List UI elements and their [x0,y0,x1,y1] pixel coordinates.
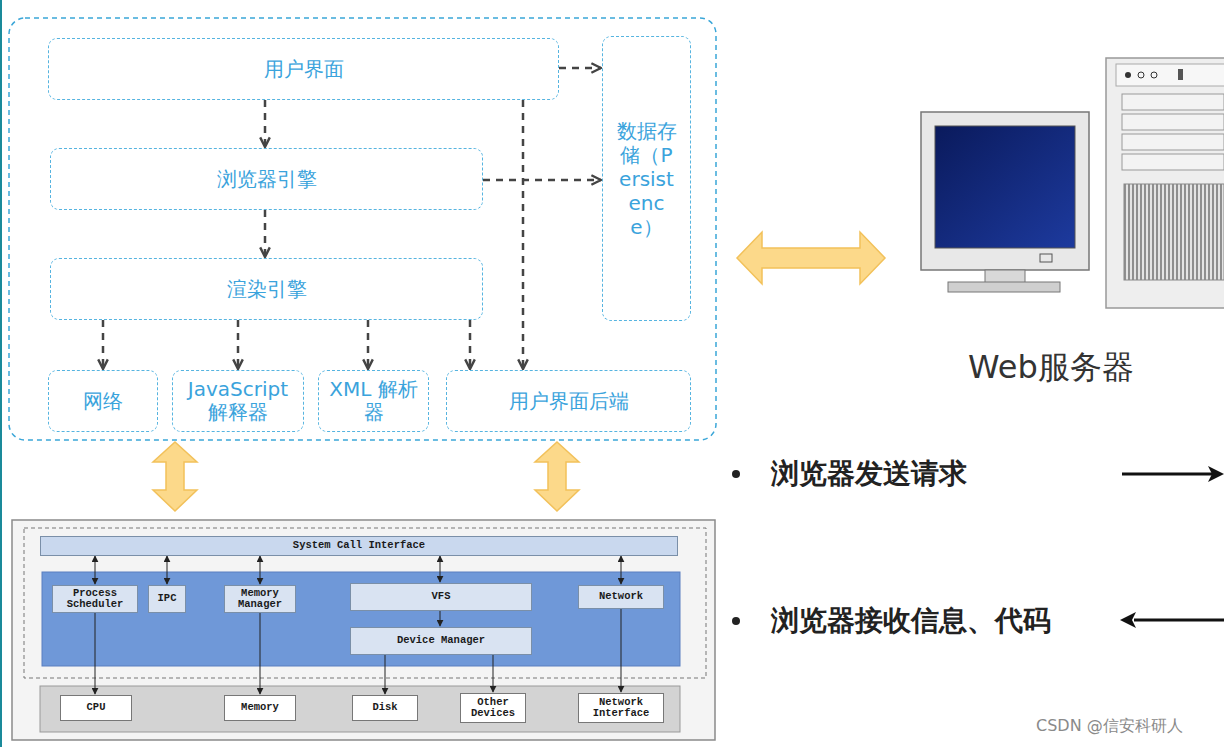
node-text: Device Manager [354,635,528,646]
interface-bar: System Call Interface [40,536,678,556]
flow-arrow [621,609,622,692]
hardware-box: Other Devices [460,693,526,723]
node-text: System Call Interface [44,540,674,551]
node-text: XML 解析器 [325,378,422,424]
edge-bar [0,0,2,747]
kernel-box: VFS [350,583,532,611]
flow-arrow [102,320,105,369]
engine-box: 渲染引擎 [50,258,483,320]
node-text: Memory [228,702,292,713]
node-text: IPC [152,593,182,604]
hardware-box: Network Interface [578,693,664,723]
hardware-box: Disk [352,695,418,721]
flow-arrow [167,556,168,584]
node-text: Disk [356,702,414,713]
watermark: CSDN @信安科研人 [1036,716,1183,737]
flow-arrow [440,611,441,626]
bullet-text: 浏览器接收信息、代码 [771,602,1051,640]
hardware-box: Memory [224,695,296,721]
hardware-band [40,686,680,732]
flow-arrow [95,613,96,694]
bullet [732,470,740,478]
engine-box: 浏览器引擎 [50,148,483,210]
node-text: CPU [64,702,128,713]
node-text: VFS [354,591,528,602]
flow-arrow [260,613,261,694]
server-caption: Web服务器 [968,346,1134,390]
hardware-box: CPU [60,695,132,721]
kernel-box: Process Scheduler [52,585,138,613]
kernel-box: IPC [148,585,186,613]
flow-arrow [385,655,386,694]
module-box: JavaScript 解释器 [172,370,304,432]
module-box: 用户界面后端 [446,370,691,432]
node-text: Network [582,591,660,602]
kernel-outline [24,528,706,678]
flow-arrow [237,320,240,369]
flow-arrow [621,556,622,584]
node-text: Network Interface [582,697,660,719]
bullet-text: 浏览器发送请求 [771,455,967,493]
node-text: 网络 [55,390,151,413]
server-illustration [921,58,1224,308]
flow-arrow [264,100,267,147]
node-text: 用户界面后端 [453,390,684,413]
module-box: 网络 [48,370,158,432]
node-text: Process Scheduler [56,588,134,610]
node-text: 渲染引擎 [57,278,476,301]
flow-arrow [483,179,601,182]
kernel-box: Device Manager [350,627,532,655]
flow-arrow [367,320,370,369]
kernel-panel [12,520,715,740]
node-text: JavaScript 解释器 [179,378,297,424]
ui-box: 用户界面 [48,38,559,100]
node-text: 用户界面 [55,58,552,81]
kernel-box: Network [578,585,664,609]
flow-arrow [260,556,261,584]
bullet [732,617,740,625]
node-text: 浏览器引擎 [57,168,476,191]
kernel-box: Memory Manager [224,585,296,613]
flow-arrow [469,320,472,369]
flow-arrow [559,67,601,70]
node-text: Memory Manager [228,588,292,610]
node-text: Other Devices [464,697,522,719]
flow-arrow [440,556,441,582]
flow-arrow [264,210,267,257]
request-arrows [1120,466,1224,628]
flow-arrow [522,100,525,369]
module-box: XML 解析器 [318,370,429,432]
browser-container [9,18,716,440]
storage-box: 数据存储（Persistence） [602,36,691,321]
node-text: 数据存储（Persistence） [616,119,678,239]
flow-arrow [493,655,494,692]
flow-arrow [95,556,96,584]
kernel-area [42,572,680,666]
